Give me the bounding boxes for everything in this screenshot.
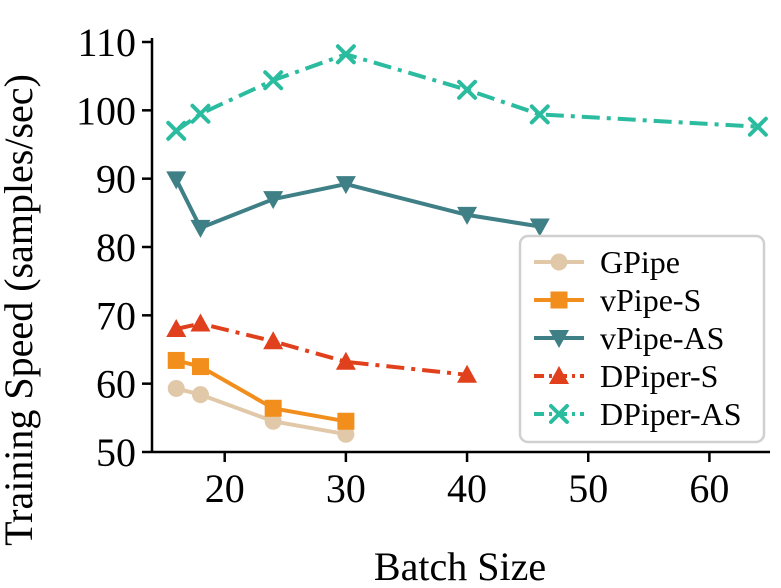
y-tick-label: 100 xyxy=(76,88,136,133)
data-point xyxy=(335,351,356,370)
data-point xyxy=(167,379,185,397)
data-point xyxy=(190,219,211,238)
data-point xyxy=(190,313,211,332)
series-vpipe-as xyxy=(166,171,550,238)
y-tick-label: 70 xyxy=(96,293,136,338)
series-layer xyxy=(166,44,768,443)
data-point xyxy=(457,206,478,225)
y-tick-label: 110 xyxy=(77,20,136,65)
legend-entry: DPiper-S xyxy=(534,358,718,394)
legend-entry: vPipe-S xyxy=(534,282,701,318)
y-tick-label: 50 xyxy=(96,430,136,475)
data-point xyxy=(457,364,478,383)
legend-label: GPipe xyxy=(600,244,680,280)
y-tick-label: 90 xyxy=(96,157,136,202)
data-point xyxy=(529,218,550,237)
legend-box xyxy=(518,234,766,444)
series-dpiper-as xyxy=(166,44,768,141)
series-gpipe xyxy=(167,379,355,443)
data-point xyxy=(167,351,185,369)
legend-label: DPiper-AS xyxy=(600,396,742,432)
series-line xyxy=(175,321,468,377)
data-point xyxy=(166,319,187,337)
data-point xyxy=(263,331,284,350)
y-axis-label: Training Speed (samples/sec) xyxy=(0,74,41,546)
x-tick-label: 30 xyxy=(326,466,366,511)
series-line xyxy=(175,386,347,437)
legend-label: vPipe-AS xyxy=(600,320,724,356)
legend-label: vPipe-S xyxy=(600,282,701,318)
series-line xyxy=(175,358,347,424)
legend-marker xyxy=(550,291,568,309)
x-tick-label: 20 xyxy=(205,466,245,511)
data-point xyxy=(337,412,355,430)
series-vpipe-s xyxy=(167,351,355,430)
legend-entry: GPipe xyxy=(534,244,680,280)
data-point xyxy=(747,116,768,137)
series-line xyxy=(174,178,541,230)
data-point xyxy=(335,176,356,195)
data-point xyxy=(529,104,550,125)
data-point xyxy=(166,120,187,141)
x-tick-label: 60 xyxy=(689,466,729,511)
x-tick-label: 50 xyxy=(568,466,608,511)
data-point xyxy=(166,171,187,190)
data-point xyxy=(335,44,356,65)
data-point xyxy=(263,70,284,91)
data-point xyxy=(457,79,478,100)
legend-marker xyxy=(549,404,569,424)
axes: 50 60 70 80 90 100 110 20 30 40 50 60 xyxy=(76,20,770,511)
legend-entry: vPipe-AS xyxy=(534,320,724,356)
legend-label: DPiper-S xyxy=(600,358,718,394)
data-point xyxy=(191,358,209,376)
data-point xyxy=(263,191,284,210)
y-tick-label: 80 xyxy=(96,225,136,270)
data-point xyxy=(190,103,211,124)
data-point xyxy=(337,425,355,443)
x-tick-label: 40 xyxy=(447,466,487,511)
data-point xyxy=(191,386,209,404)
legend-entry: DPiper-AS xyxy=(534,396,742,432)
series-dpiper-s xyxy=(166,313,478,383)
x-axis-label: Batch Size xyxy=(374,544,546,588)
y-tick-label: 60 xyxy=(96,362,136,407)
data-point xyxy=(264,412,282,430)
legend-marker xyxy=(549,366,569,384)
legend-marker xyxy=(550,253,568,271)
legend-marker xyxy=(549,330,569,348)
data-point xyxy=(264,399,282,417)
